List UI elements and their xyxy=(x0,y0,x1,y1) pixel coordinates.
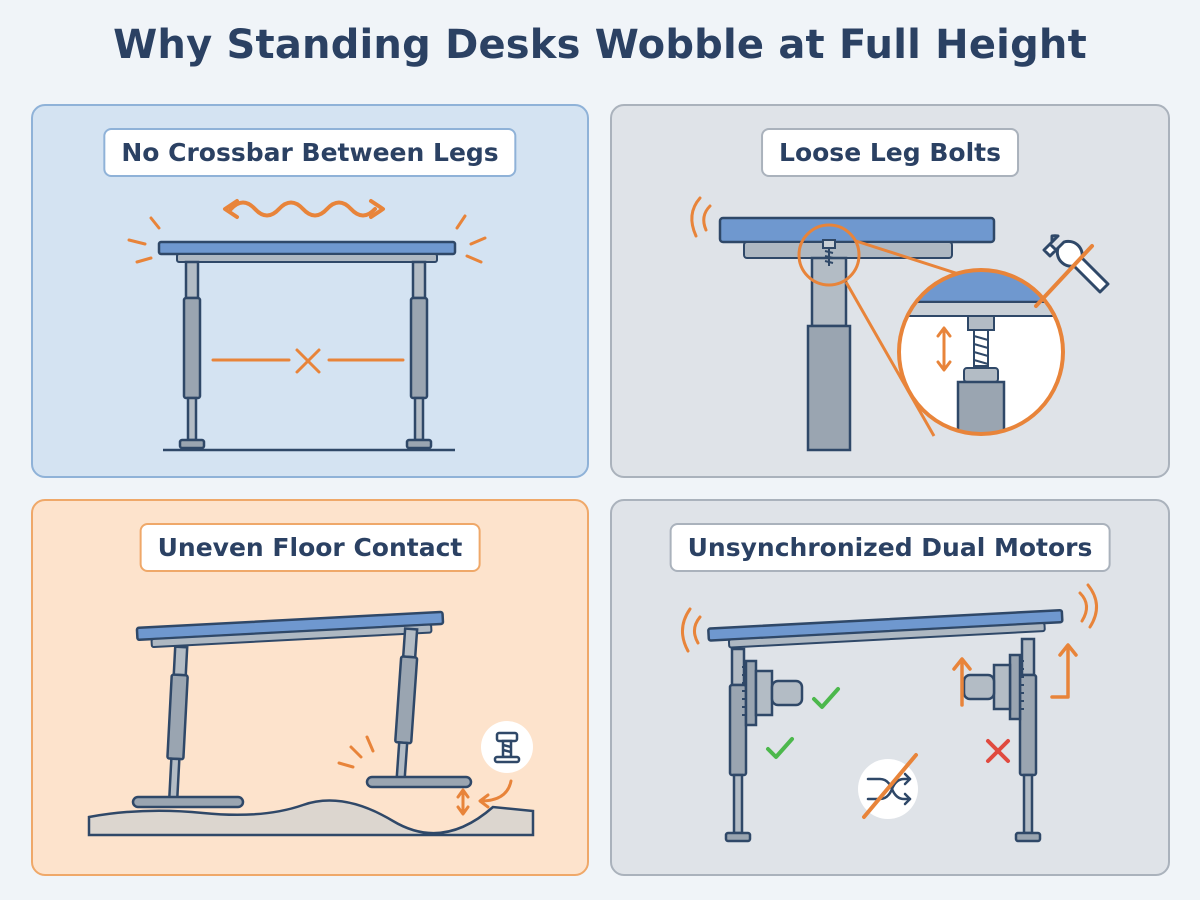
bolt-highlight-small xyxy=(822,239,836,266)
page-title: Why Standing Desks Wobble at Full Height xyxy=(113,22,1087,68)
unsync-strike-icon xyxy=(862,753,918,819)
desk-leg xyxy=(806,256,852,452)
panel-label-loose-bolts: Loose Leg Bolts xyxy=(761,128,1019,177)
vibration-arcs-icon xyxy=(690,196,712,238)
motor-left xyxy=(742,659,804,727)
desk-leg-left xyxy=(178,260,206,450)
loose-bolts-illustration xyxy=(690,196,1110,452)
vibration-lines-left-icon xyxy=(127,216,161,264)
motor-right xyxy=(962,653,1024,721)
uneven-floor xyxy=(87,799,535,837)
panel-label-no-crossbar: No Crossbar Between Legs xyxy=(103,128,517,177)
panel-no-crossbar: No Crossbar Between Legs xyxy=(31,104,589,478)
shuffle-icon xyxy=(866,772,912,806)
desk-leg-right xyxy=(405,260,433,450)
wobble-arrow-icon xyxy=(223,199,385,219)
desk-leg-right xyxy=(394,627,419,781)
panel-unsync-motors: Unsynchronized Dual Motors xyxy=(610,499,1170,876)
panel-loose-bolts: Loose Leg Bolts xyxy=(610,104,1170,478)
desk-top xyxy=(157,240,457,256)
leveling-foot-icon xyxy=(493,731,521,764)
gap-arrow-icon xyxy=(936,326,952,372)
cross-icon xyxy=(986,739,1010,763)
uneven-floor-illustration xyxy=(87,610,535,837)
wrench-strike-icon xyxy=(1034,244,1094,308)
impact-lines-icon xyxy=(337,735,375,769)
check-icon xyxy=(766,737,794,759)
panel-uneven-floor: Uneven Floor Contact xyxy=(31,499,589,876)
vibration-arcs-left-icon xyxy=(681,607,702,653)
panel-label-unsync-motors: Unsynchronized Dual Motors xyxy=(669,523,1111,572)
foot-right xyxy=(365,775,473,789)
tilted-desk xyxy=(135,610,445,649)
check-icon xyxy=(812,687,840,709)
lift-arrow-icon xyxy=(952,643,1078,707)
panel-label-uneven-floor: Uneven Floor Contact xyxy=(139,523,481,572)
curved-arrow-icon xyxy=(479,779,513,803)
unsync-motors-illustration xyxy=(681,583,1098,843)
highlight-circle xyxy=(797,223,861,287)
no-crossbar-illustration xyxy=(127,199,487,452)
foot-left xyxy=(131,795,245,809)
vibration-lines-right-icon xyxy=(455,214,487,264)
desk-top xyxy=(718,216,996,244)
vibration-arcs-right-icon xyxy=(1078,583,1098,629)
desk-leg-left xyxy=(166,645,189,801)
gap-arrow-icon xyxy=(456,788,470,816)
missing-crossbar-icon xyxy=(211,348,405,374)
